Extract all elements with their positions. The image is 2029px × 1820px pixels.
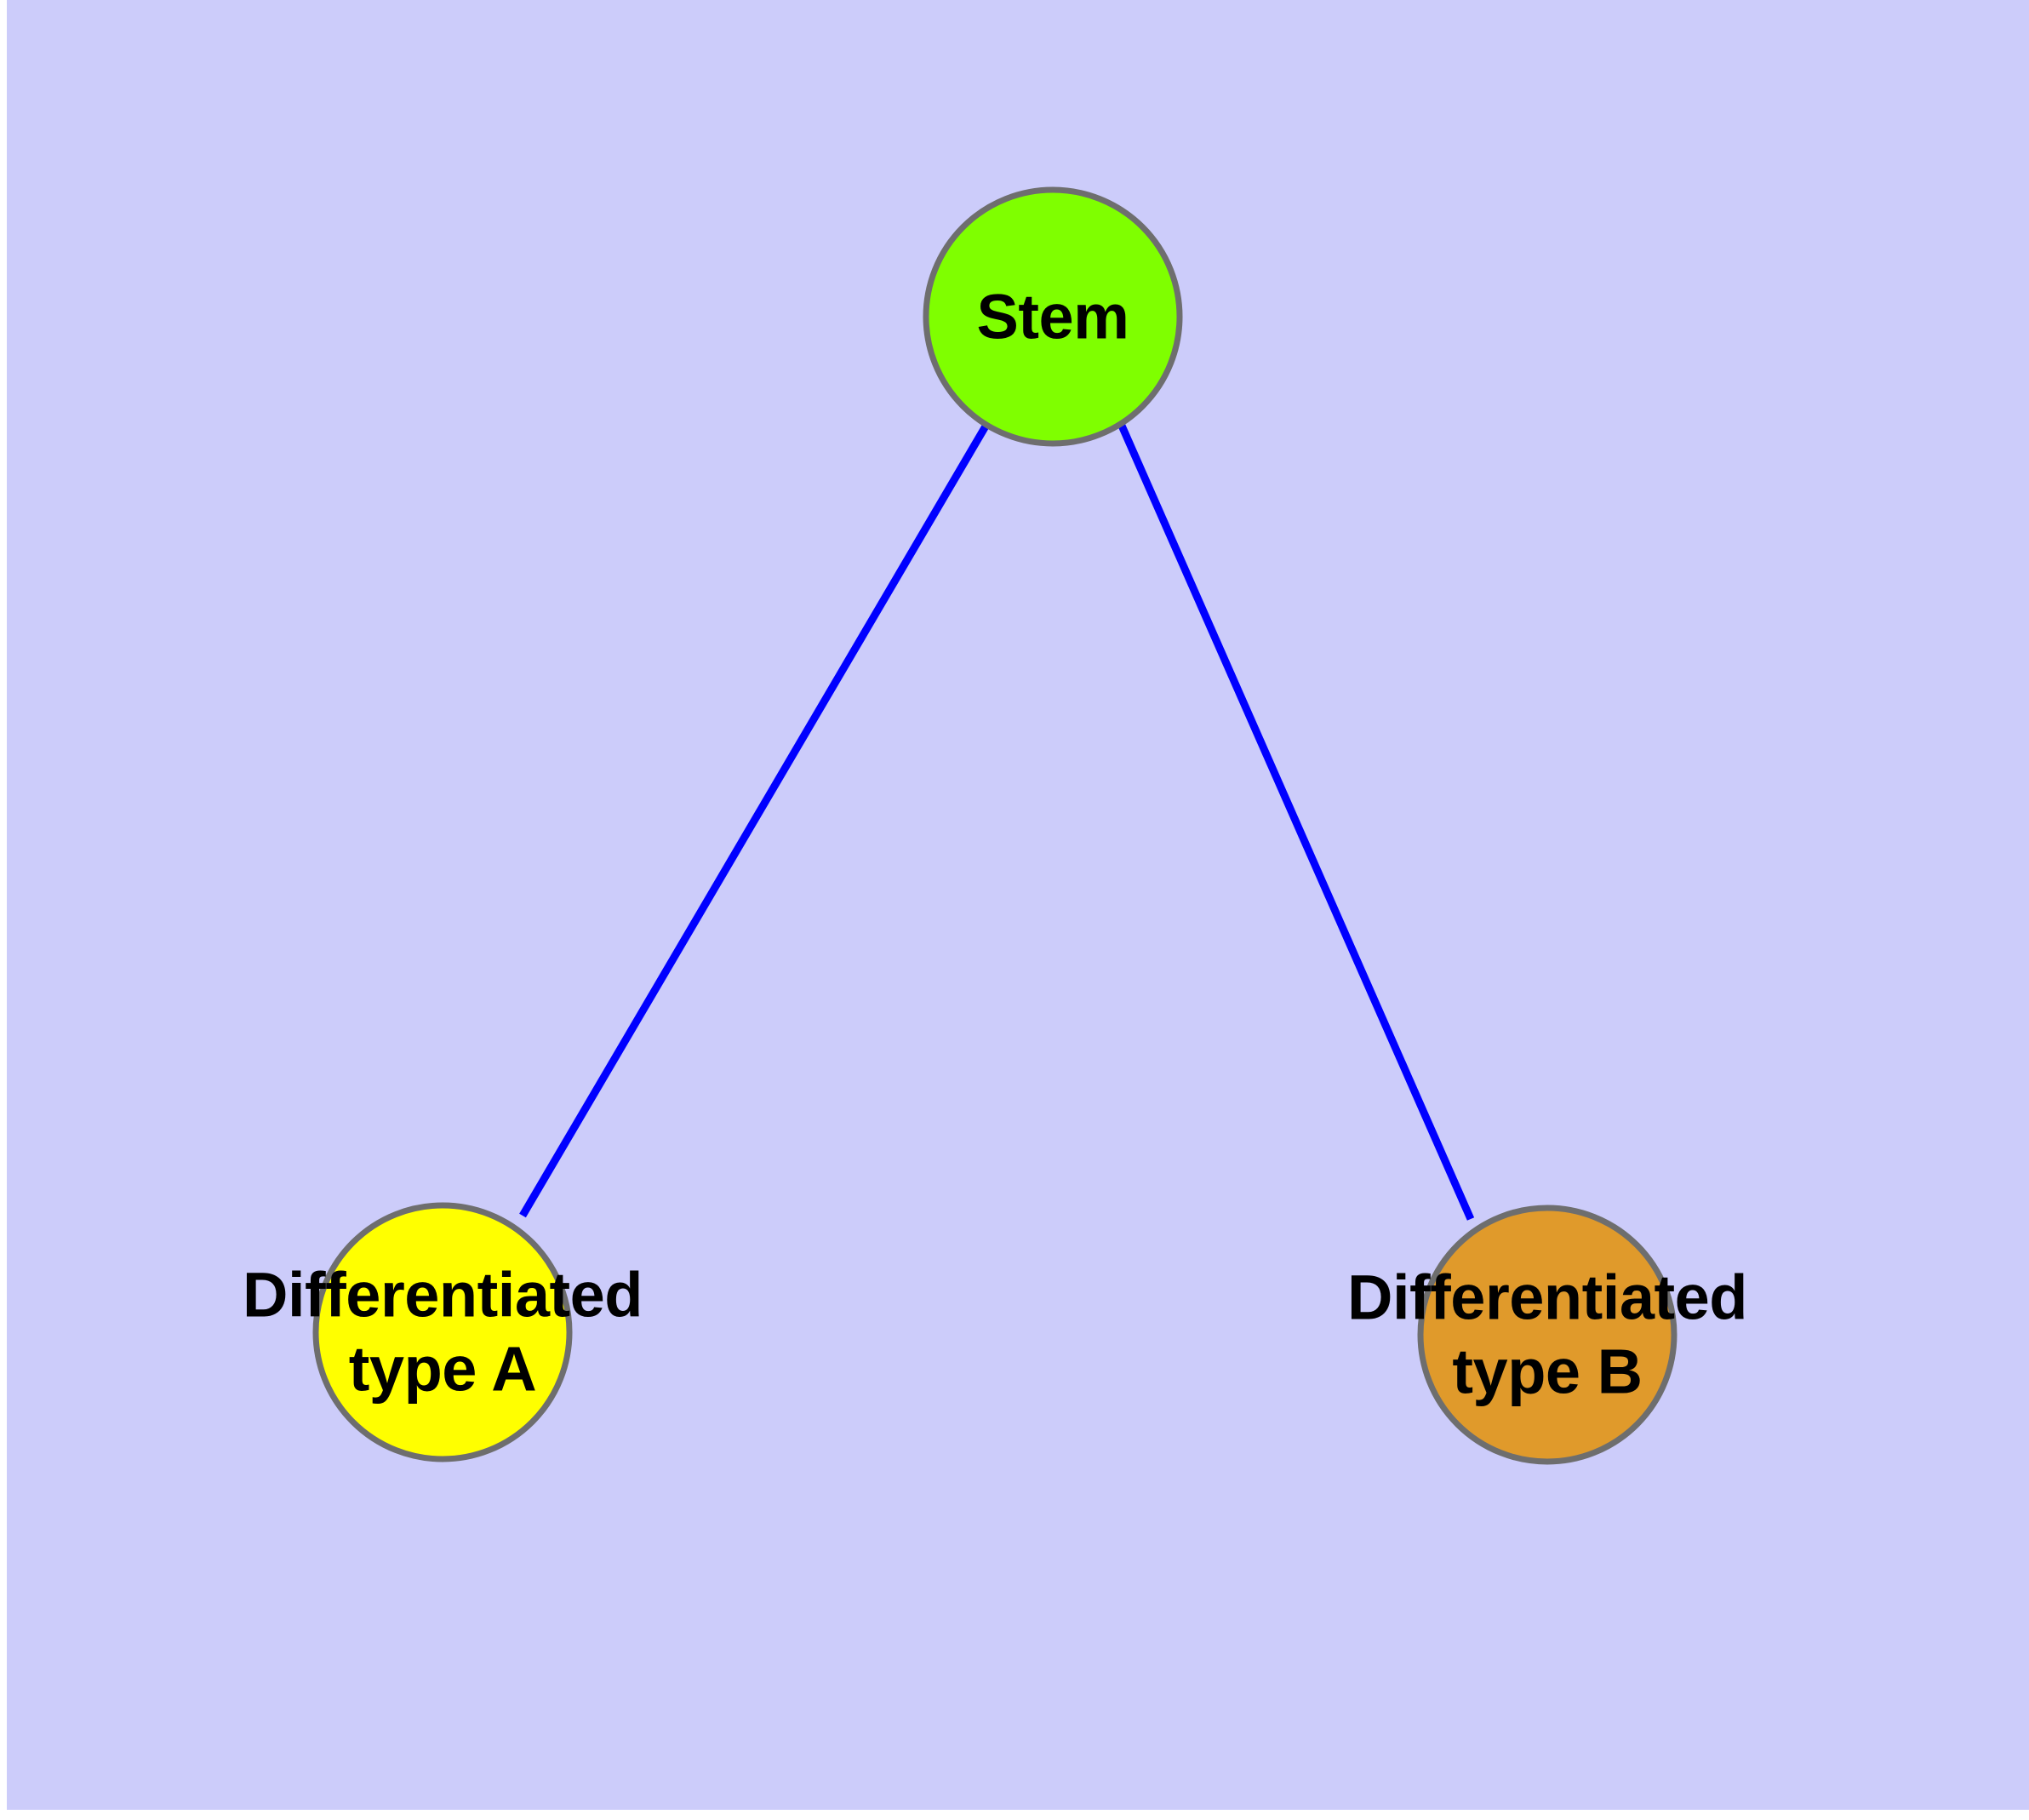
- node-type-a[interactable]: [312, 1202, 573, 1462]
- node-layer: [312, 186, 1677, 1465]
- edge-stem-to-type-b: [1117, 424, 1475, 1221]
- node-stem[interactable]: [923, 186, 1183, 447]
- edge-stem-to-type-a: [519, 422, 990, 1218]
- edge-layer: [519, 422, 1475, 1221]
- node-type-b[interactable]: [1417, 1205, 1677, 1465]
